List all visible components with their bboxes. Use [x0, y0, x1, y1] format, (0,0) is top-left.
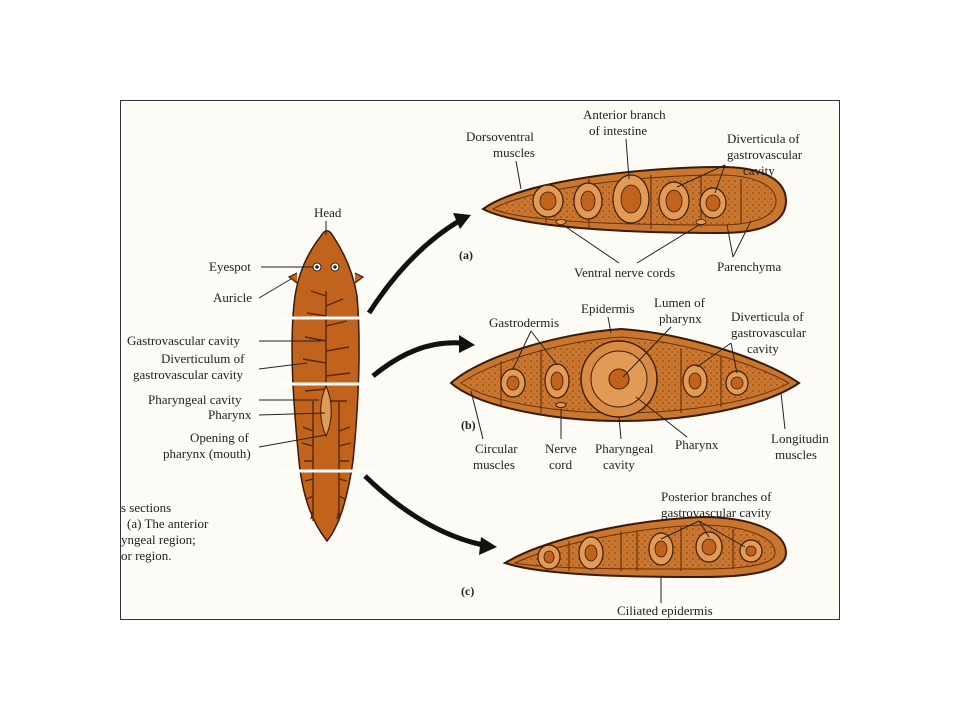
caption-line-4: or region.: [121, 548, 172, 563]
label-eyespot: Eyespot: [209, 259, 251, 274]
label-c-posterior-1: Posterior branches of: [661, 489, 772, 504]
planarian-body: [281, 230, 373, 543]
label-a-anterior-1: Anterior branch: [583, 107, 666, 122]
pharynx-lumen: [608, 368, 630, 390]
label-a-ventral: Ventral nerve cords: [574, 265, 675, 280]
caption: s sections (a) The anterior yngeal regio…: [121, 500, 209, 563]
section-c: (c) Posterior branches of gastrovascular…: [461, 489, 788, 618]
label-b-lumen-2: pharynx: [659, 311, 702, 326]
label-b-longitudinal-2: muscles: [775, 447, 817, 462]
label-a-diverticula-2: gastrovascular: [727, 147, 803, 162]
flatworm-anatomy-figure: Head Eyespot Auricle Gastrovascular cavi…: [121, 107, 829, 618]
label-opening-1: Opening of: [190, 430, 250, 445]
figure-frame: Head Eyespot Auricle Gastrovascular cavi…: [120, 100, 840, 620]
section-c-tag: (c): [461, 584, 474, 598]
arrow-c: [363, 474, 484, 548]
label-opening-2: pharynx (mouth): [163, 446, 251, 461]
label-b-longitudinal-1: Longitudin: [771, 431, 829, 446]
arrow-b: [371, 340, 462, 378]
section-a: (a) Dorsoventral muscles Anterior branch…: [459, 107, 803, 280]
section-a-tag: (a): [459, 248, 473, 262]
label-b-nerve-2: cord: [549, 457, 573, 472]
arrows: [363, 213, 497, 555]
label-b-diverticula-1: Diverticula of: [731, 309, 804, 324]
label-a-diverticula-1: Diverticula of: [727, 131, 800, 146]
label-b-pharynx: Pharynx: [675, 437, 719, 452]
label-b-gastrodermis: Gastrodermis: [489, 315, 559, 330]
label-c-posterior-2: gastrovascular cavity: [661, 505, 772, 520]
label-head: Head: [314, 205, 342, 220]
label-a-parenchyma: Parenchyma: [717, 259, 781, 274]
label-a-diverticula-3: cavity: [743, 163, 775, 178]
label-b-nerve-1: Nerve: [545, 441, 577, 456]
label-diverticulum-2: gastrovascular cavity: [133, 367, 244, 382]
arrow-a: [366, 218, 461, 315]
pharynx-shape: [320, 384, 332, 438]
label-b-epidermis: Epidermis: [581, 301, 634, 316]
label-b-diverticula-2: gastrovascular: [731, 325, 807, 340]
label-pharynx: Pharynx: [208, 407, 252, 422]
label-c-ciliated: Ciliated epidermis: [617, 603, 713, 618]
label-a-anterior-2: of intestine: [589, 123, 647, 138]
label-diverticulum-1: Diverticulum of: [161, 351, 245, 366]
section-b: (b) Gastrodermis Epidermis Lumen of phar…: [449, 295, 829, 472]
auricle-right: [354, 272, 365, 284]
label-auricle: Auricle: [213, 290, 252, 305]
caption-line-1: s sections: [121, 500, 171, 515]
caption-line-3: yngeal region;: [121, 532, 196, 547]
label-pharyngeal-cavity: Pharyngeal cavity: [148, 392, 242, 407]
label-gastrovascular-cavity: Gastrovascular cavity: [127, 333, 240, 348]
label-b-pharyngeal-2: cavity: [603, 457, 635, 472]
label-b-circular-2: muscles: [473, 457, 515, 472]
section-b-tag: (b): [461, 418, 476, 432]
label-a-dorsoventral-2: muscles: [493, 145, 535, 160]
label-b-pharyngeal-1: Pharyngeal: [595, 441, 654, 456]
worm-labels: Head Eyespot Auricle Gastrovascular cavi…: [127, 205, 342, 461]
label-b-lumen-1: Lumen of: [654, 295, 706, 310]
auricle-left: [287, 272, 298, 284]
label-b-circular-1: Circular: [475, 441, 518, 456]
gastrovascular-branches: [301, 290, 352, 521]
label-a-dorsoventral-1: Dorsoventral: [466, 129, 534, 144]
caption-line-2: (a) The anterior: [127, 516, 209, 531]
label-b-diverticula-3: cavity: [747, 341, 779, 356]
